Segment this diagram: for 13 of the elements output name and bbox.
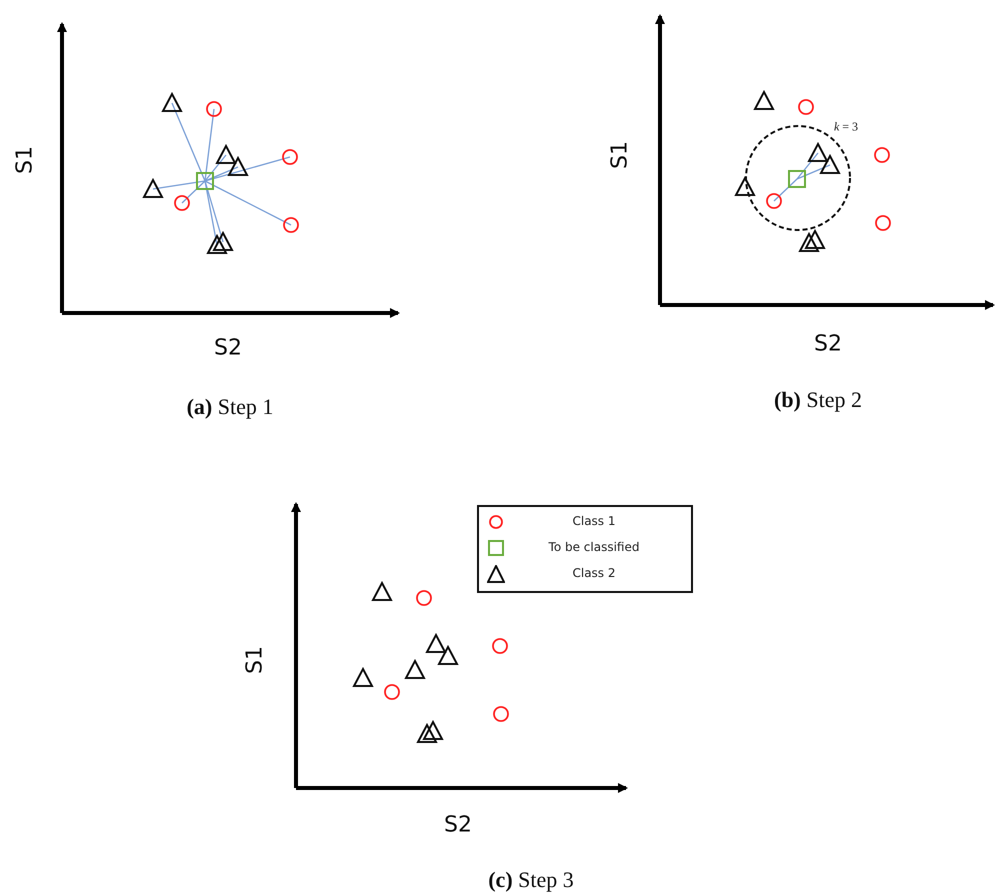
k-value-label: k = 3 xyxy=(834,120,858,134)
legend-label: Class 2 xyxy=(572,566,616,580)
legend-label: To be classified xyxy=(548,540,640,554)
caption: (a) Step 1 xyxy=(186,394,274,420)
axis-label: S1 xyxy=(608,141,632,169)
axis-label: S1 xyxy=(12,146,38,174)
axis-label: S2 xyxy=(444,812,472,838)
axis-label: S2 xyxy=(814,332,842,356)
caption: (c) Step 3 xyxy=(488,867,574,893)
axis-label: S2 xyxy=(214,336,242,360)
legend-label: Class 1 xyxy=(572,514,616,528)
axis-label: S1 xyxy=(242,646,268,674)
caption: (b) Step 2 xyxy=(774,387,862,413)
